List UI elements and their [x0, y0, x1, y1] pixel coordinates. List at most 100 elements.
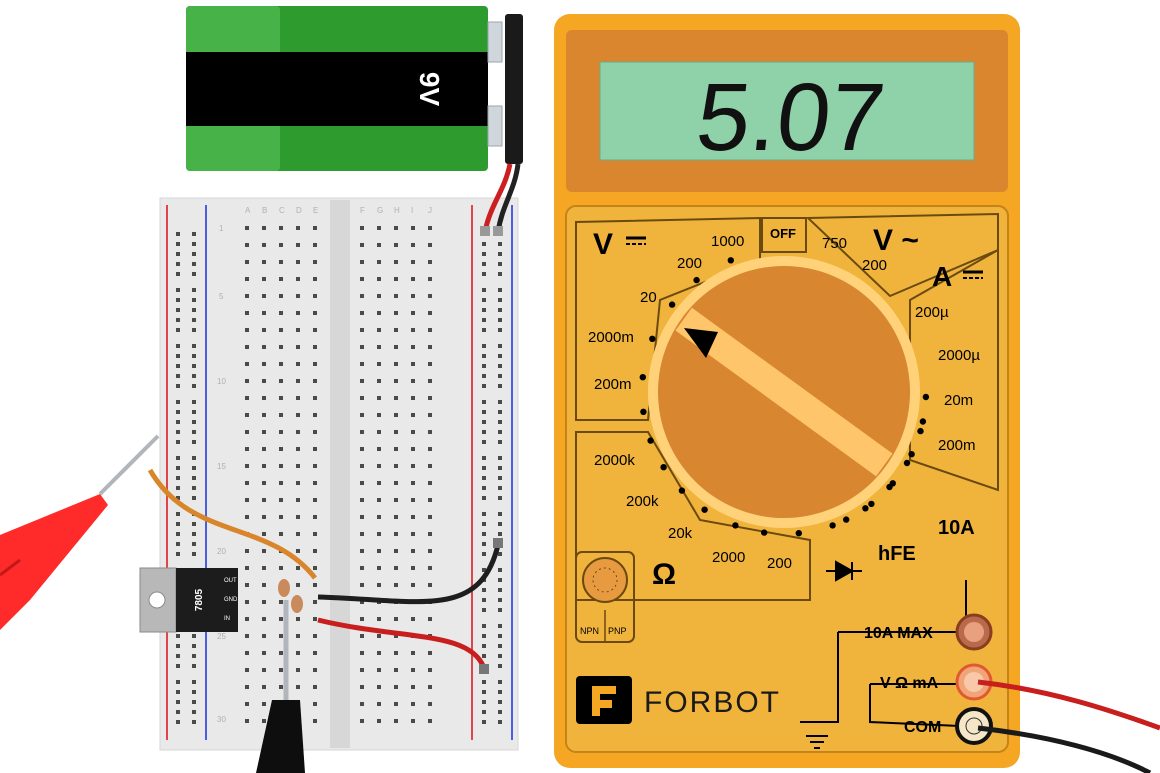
breadboard-hole — [482, 710, 486, 714]
breadboard-hole — [498, 552, 502, 556]
breadboard-hole — [192, 710, 196, 714]
dial-position-dot — [862, 505, 869, 512]
breadboard-hole — [498, 252, 502, 256]
breadboard-hole — [245, 379, 249, 383]
breadboard-hole — [428, 685, 432, 689]
transistor-socket: NPN PNP — [575, 551, 635, 643]
breadboard-hole — [176, 522, 180, 526]
breadboard-hole — [245, 311, 249, 315]
breadboard-hole — [192, 552, 196, 556]
breadboard-hole — [498, 496, 502, 500]
breadboard-hole — [360, 566, 364, 570]
breadboard-hole — [482, 344, 486, 348]
breadboard-hole — [176, 410, 180, 414]
breadboard-hole — [498, 374, 502, 378]
breadboard-hole — [498, 384, 502, 388]
breadboard-hole — [192, 232, 196, 236]
breadboard-hole — [296, 464, 300, 468]
dial-position-dot — [727, 257, 734, 264]
breadboard-hole — [394, 447, 398, 451]
breadboard-hole — [498, 700, 502, 704]
breadboard-hole — [377, 651, 381, 655]
breadboard-hole — [377, 634, 381, 638]
breadboard-hole — [482, 680, 486, 684]
breadboard-hole — [498, 690, 502, 694]
breadboard-hole — [411, 396, 415, 400]
breadboard-hole — [377, 311, 381, 315]
breadboard-hole — [176, 486, 180, 490]
breadboard-hole — [377, 702, 381, 706]
breadboard-hole — [245, 515, 249, 519]
breadboard-hole — [245, 328, 249, 332]
breadboard-hole — [262, 566, 266, 570]
breadboard-hole — [377, 498, 381, 502]
breadboard-hole — [482, 272, 486, 276]
breadboard-hole — [192, 420, 196, 424]
wire-black — [317, 544, 501, 605]
breadboard-hole — [482, 476, 486, 480]
breadboard-hole — [411, 685, 415, 689]
breadboard-hole — [313, 634, 317, 638]
dial-position-dot — [919, 418, 927, 425]
breadboard-hole — [313, 719, 317, 723]
breadboard-hole — [394, 566, 398, 570]
breadboard-hole — [360, 549, 364, 553]
breadboard-hole — [411, 464, 415, 468]
breadboard-hole — [296, 634, 300, 638]
breadboard-hole — [482, 568, 486, 572]
breadboard-hole — [394, 583, 398, 587]
breadboard-hole — [360, 464, 364, 468]
ohm-range: 2000k — [594, 452, 635, 469]
ohm-range: 2000 — [712, 549, 745, 566]
dial-position-dot — [639, 374, 646, 381]
regulator-7805: 7805 OUT GND IN — [139, 567, 238, 633]
breadboard-hole — [428, 447, 432, 451]
breadboard-hole — [411, 345, 415, 349]
breadboard-hole — [296, 617, 300, 621]
breadboard: A B C D E F G H I J 1 5 10 15 20 25 30 — [159, 197, 519, 751]
breadboard-hole — [482, 466, 486, 470]
breadboard-hole — [262, 583, 266, 587]
breadboard-hole — [394, 651, 398, 655]
wire-red — [317, 617, 487, 670]
breadboard-hole — [296, 668, 300, 672]
breadboard-hole — [176, 288, 180, 292]
breadboard-hole — [428, 277, 432, 281]
breadboard-hole — [262, 498, 266, 502]
ohm-range: 20k — [668, 525, 693, 542]
breadboard-hole — [279, 226, 283, 230]
breadboard-hole — [411, 617, 415, 621]
breadboard-hole — [498, 486, 502, 490]
breadboard-hole — [262, 328, 266, 332]
breadboard-hole — [411, 328, 415, 332]
breadboard-hole — [411, 430, 415, 434]
col-letter: C — [279, 206, 285, 215]
wire-orange — [147, 468, 317, 580]
breadboard-hole — [482, 532, 486, 536]
amp10-label: 10A — [938, 517, 975, 539]
breadboard-hole — [411, 311, 415, 315]
breadboard-hole — [482, 298, 486, 302]
breadboard-hole — [176, 542, 180, 546]
breadboard-hole — [279, 362, 283, 366]
col-letter: F — [360, 206, 365, 215]
breadboard-hole — [245, 294, 249, 298]
breadboard-hole — [192, 364, 196, 368]
row-number: 15 — [217, 462, 226, 471]
breadboard-hole — [394, 702, 398, 706]
breadboard-hole — [192, 410, 196, 414]
breadboard-hole — [394, 498, 398, 502]
breadboard-hole — [482, 522, 486, 526]
breadboard-hole — [498, 328, 502, 332]
breadboard-hole — [428, 583, 432, 587]
breadboard-hole — [262, 464, 266, 468]
breadboard-hole — [313, 668, 317, 672]
breadboard-hole — [192, 720, 196, 724]
breadboard-hole — [411, 260, 415, 264]
breadboard-hole — [296, 362, 300, 366]
breadboard-hole — [482, 542, 486, 546]
breadboard-hole — [192, 440, 196, 444]
breadboard-hole — [360, 447, 364, 451]
breadboard-hole — [279, 481, 283, 485]
breadboard-hole — [482, 644, 486, 648]
